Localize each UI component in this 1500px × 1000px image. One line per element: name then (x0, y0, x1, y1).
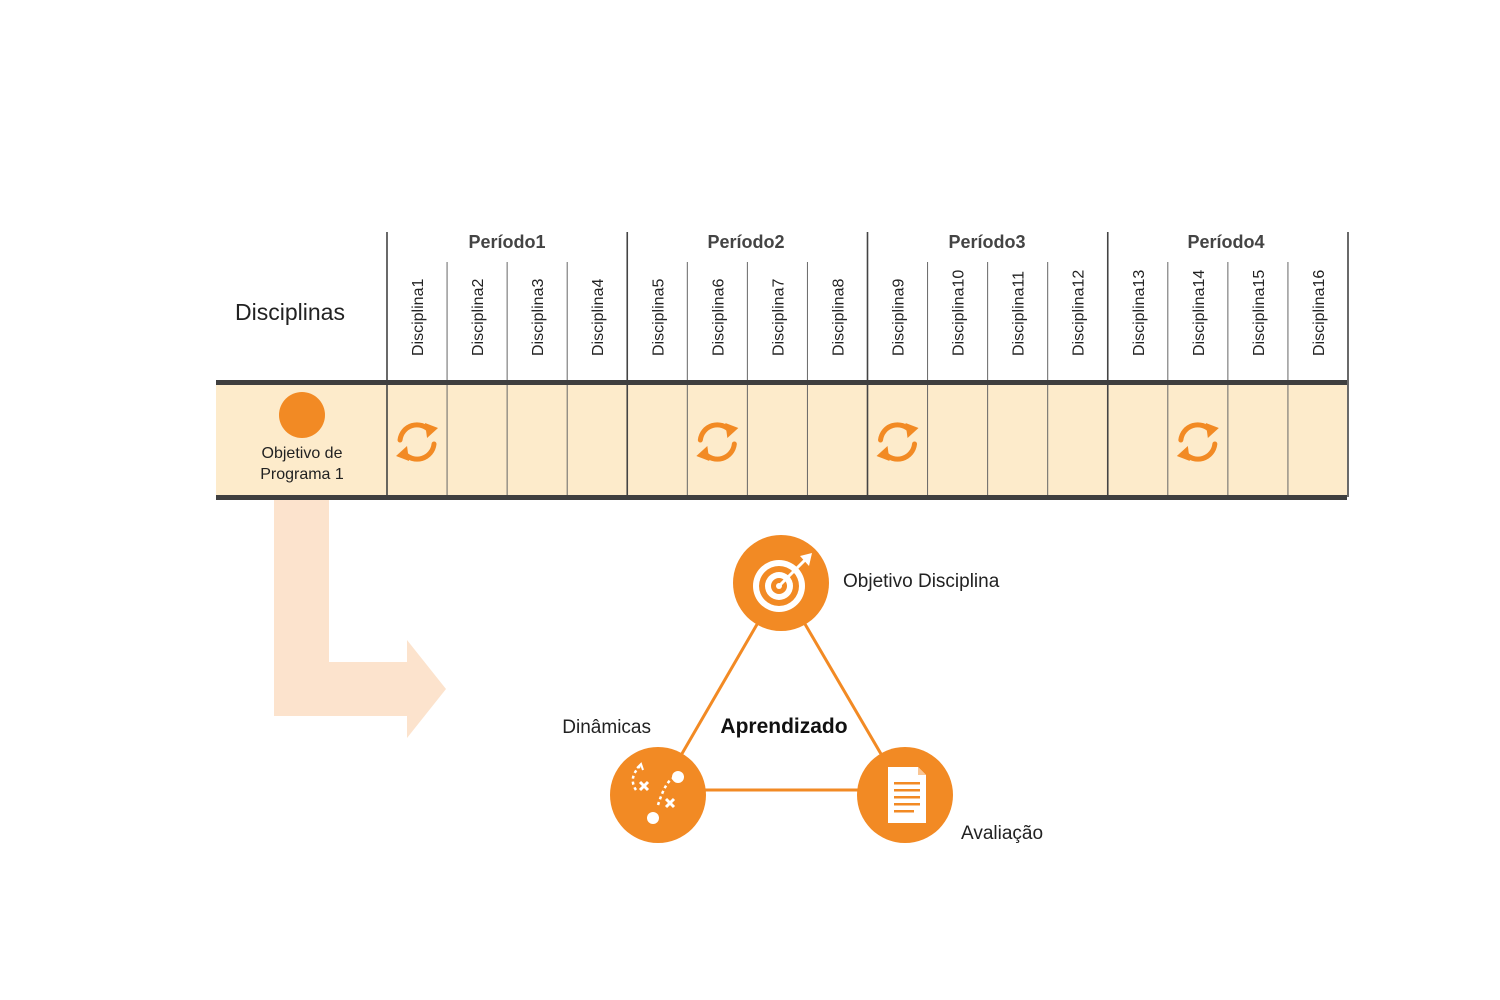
period-label-3: Período3 (948, 232, 1025, 252)
discipline-label: Disciplina16 (1311, 270, 1328, 356)
dynamics-node-label: Dinâmicas (562, 717, 651, 738)
discipline-label: Disciplina7 (770, 279, 787, 356)
discipline-label: Disciplina1 (410, 279, 427, 356)
evaluation-node-label: Avaliação (961, 823, 1043, 844)
program-objective-label-line1: Objetivo de (262, 445, 343, 462)
cycle-center-label: Aprendizado (720, 715, 847, 738)
discipline-label: Disciplina6 (710, 279, 727, 356)
row-top-rule (216, 380, 1347, 385)
program-objective-label-line2: Programa 1 (260, 466, 344, 483)
discipline-label: Disciplina11 (1011, 271, 1028, 356)
discipline-label: Disciplina5 (650, 279, 667, 356)
discipline-label: Disciplina14 (1191, 270, 1208, 356)
period-label-2: Período2 (707, 232, 784, 252)
period-label-4: Período4 (1187, 232, 1264, 252)
disciplines-header-label: Disciplinas (235, 299, 345, 325)
program-objective-dot (279, 392, 325, 438)
discipline-label: Disciplina10 (951, 270, 968, 356)
discipline-label: Disciplina9 (891, 279, 908, 356)
refresh-cycle-icon (696, 422, 739, 462)
document-icon (888, 767, 926, 823)
period-label-1: Período1 (468, 232, 545, 252)
discipline-label: Disciplina4 (590, 279, 607, 356)
flow-arrow (274, 500, 446, 738)
row-bottom-rule (216, 495, 1347, 500)
discipline-label: Disciplina15 (1251, 270, 1268, 356)
discipline-label: Disciplina12 (1071, 270, 1088, 356)
refresh-cycle-icon (876, 422, 919, 462)
objective-row-band (216, 384, 1347, 497)
learning-cycle: Aprendizado Objetivo Disciplina Dinâmica… (562, 535, 1043, 844)
discipline-label: Disciplina3 (530, 279, 547, 356)
dynamics-node (610, 747, 706, 843)
refresh-cycle-icon (396, 422, 439, 462)
target-icon (753, 553, 812, 612)
strategy-play-icon (631, 762, 684, 824)
discipline-label: Disciplina13 (1131, 270, 1148, 356)
objective-node-label: Objetivo Disciplina (843, 571, 1000, 592)
discipline-label: Disciplina2 (470, 279, 487, 356)
discipline-label: Disciplina8 (830, 279, 847, 356)
refresh-cycle-icon (1176, 422, 1219, 462)
